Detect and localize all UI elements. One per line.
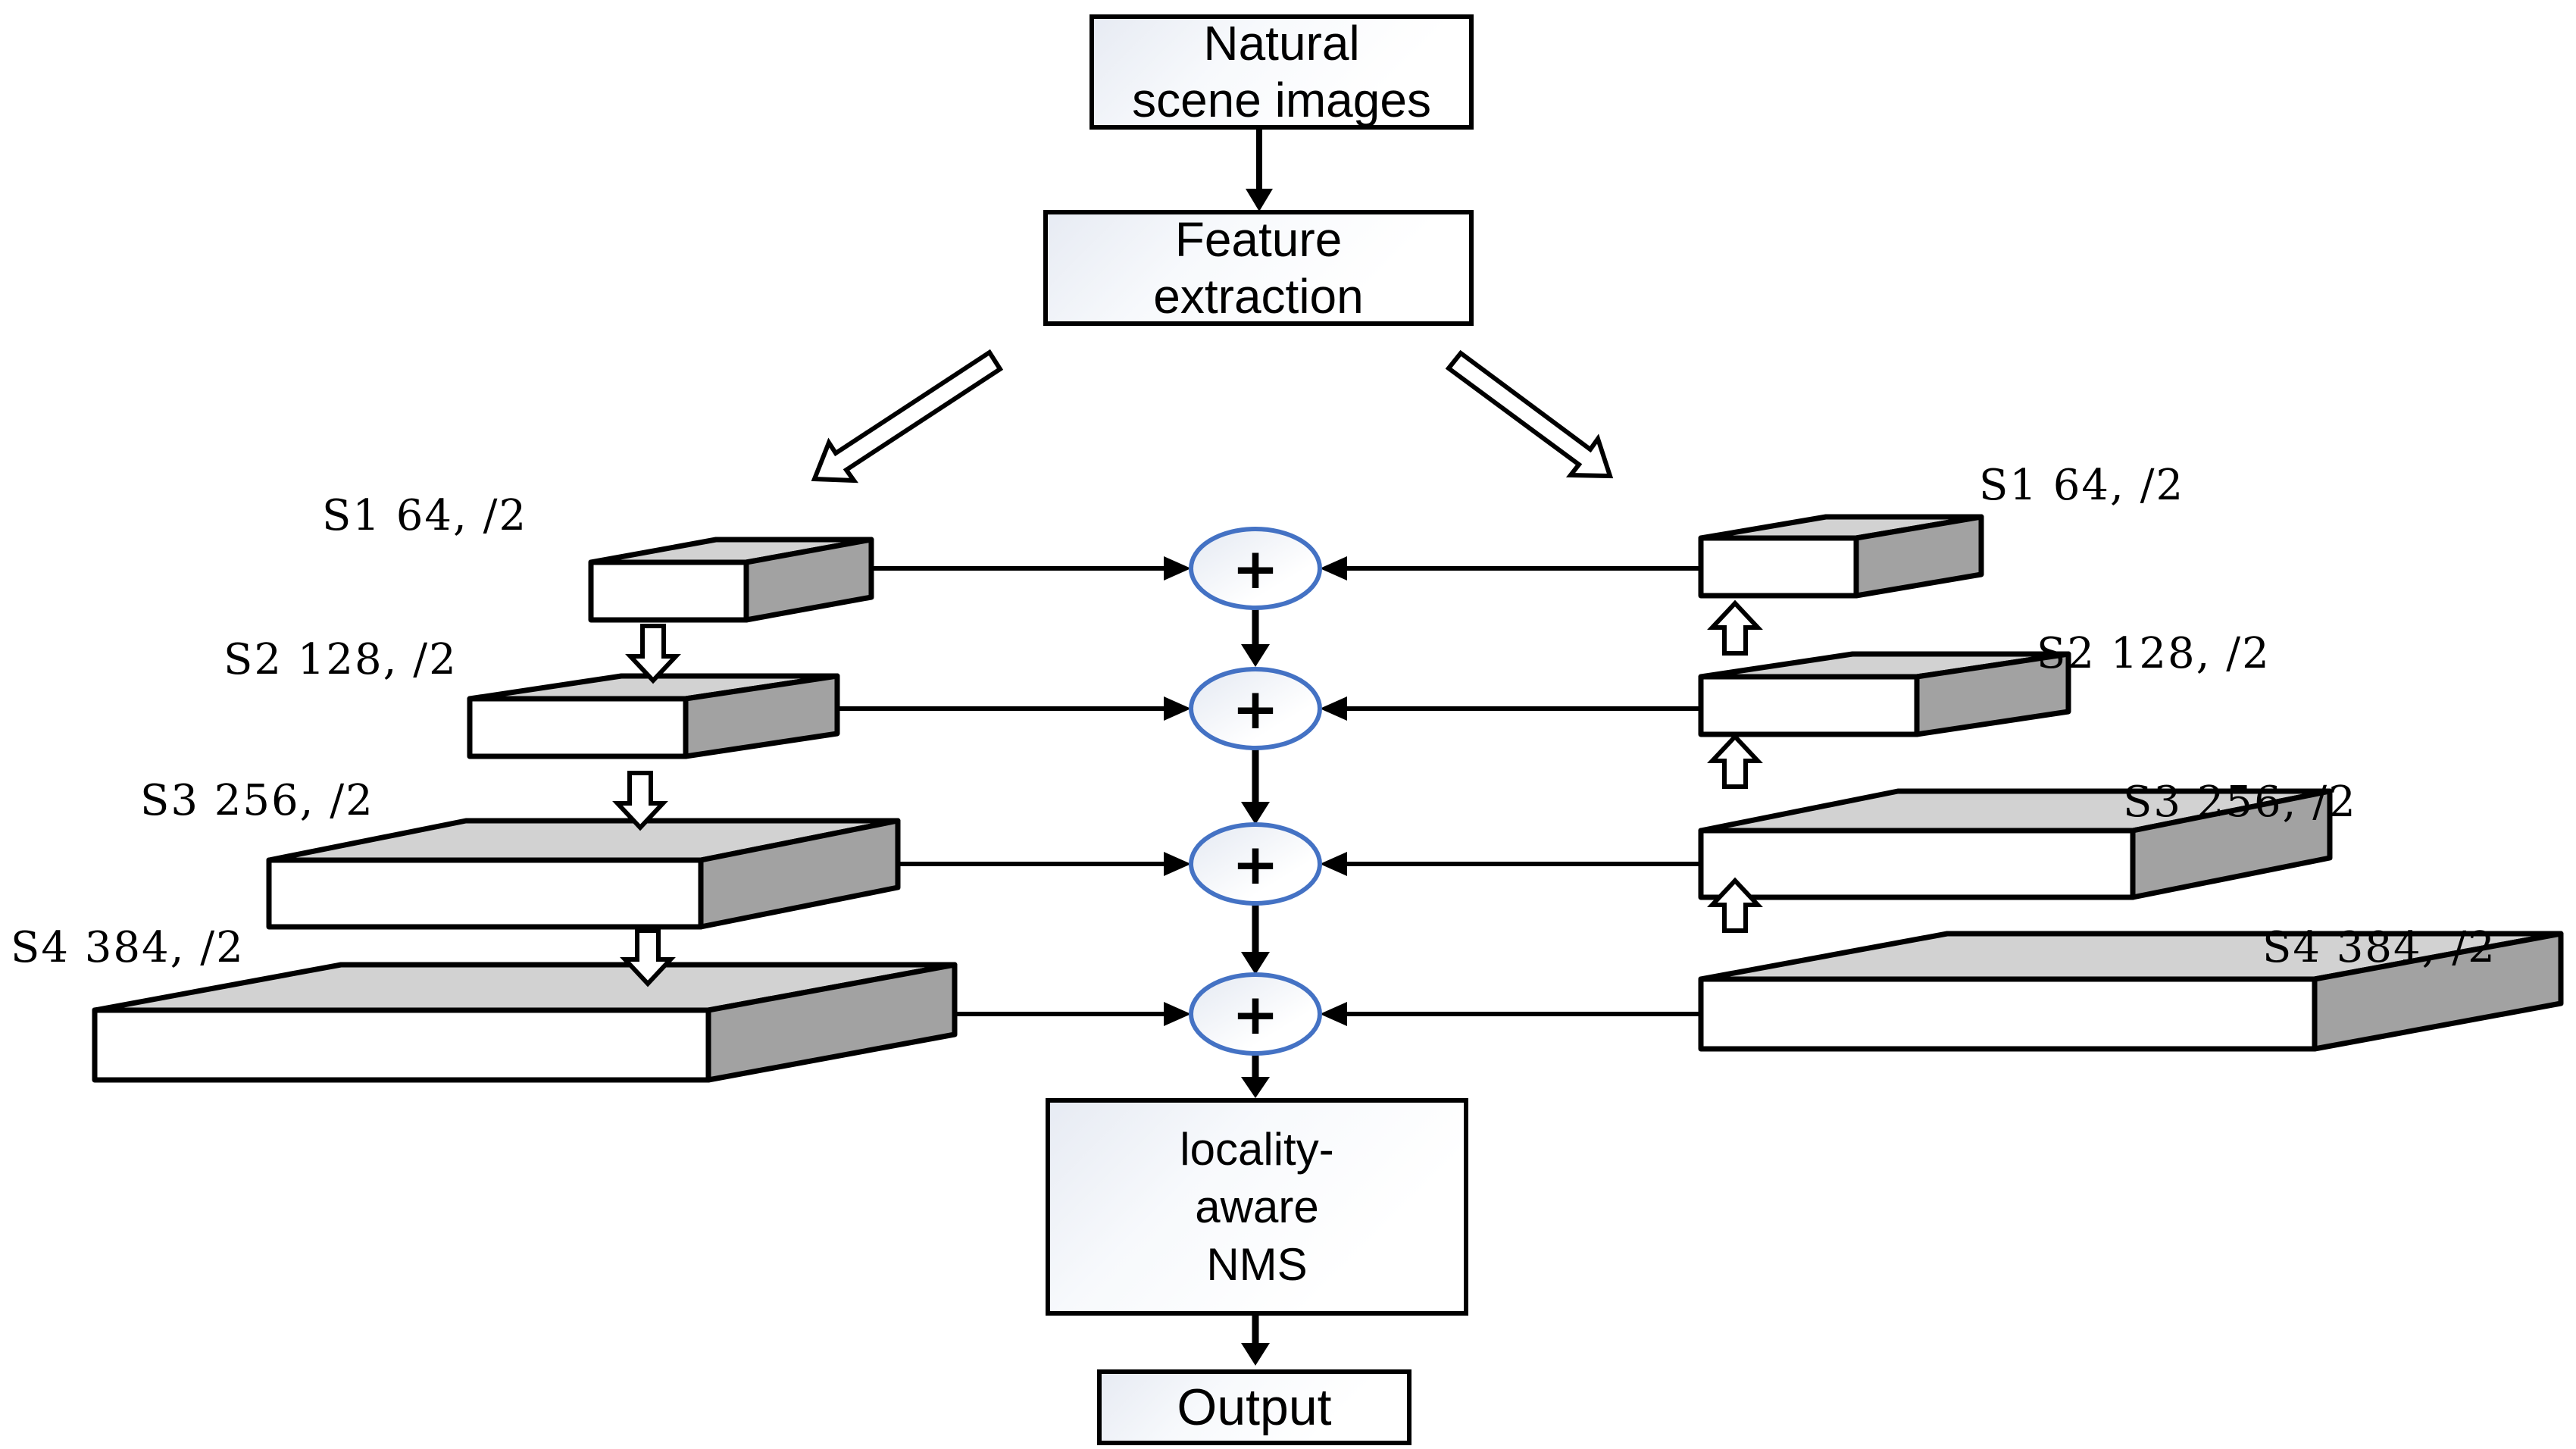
right-stage2-label: S2 128, /2 bbox=[2037, 629, 2271, 678]
left-downsample-arrow-2 bbox=[612, 771, 668, 831]
merge-ellipse-1 bbox=[1189, 527, 1322, 610]
left-stage1-label: S1 64, /2 bbox=[322, 491, 528, 540]
right-stage2-block bbox=[1698, 651, 2071, 737]
left-downsample-arrow-1 bbox=[625, 624, 681, 684]
node-nms-line2: aware bbox=[1195, 1181, 1319, 1232]
right-merge-line-4 bbox=[1320, 1002, 1701, 1026]
left-stage3-label: S3 256, /2 bbox=[140, 776, 374, 825]
right-stage3-block bbox=[1698, 788, 2333, 900]
node-locality-aware-nms: locality- aware NMS bbox=[1046, 1098, 1468, 1316]
arrow-merge1-to-merge2 bbox=[1241, 606, 1270, 667]
node-nms-line3: NMS bbox=[1206, 1238, 1308, 1290]
node-natural-line2: scene images bbox=[1132, 73, 1431, 127]
plus-icon: + bbox=[1232, 677, 1279, 742]
merge-node-4: + bbox=[1189, 972, 1322, 1056]
left-merge-line-2 bbox=[839, 696, 1191, 721]
right-upsample-arrow-1 bbox=[1707, 599, 1763, 656]
left-stage4-block bbox=[92, 962, 958, 1083]
left-stage2-label: S2 128, /2 bbox=[224, 635, 458, 684]
hollow-arrow-feature-to-right-pyramid bbox=[1445, 349, 1614, 479]
right-stage1-label: S1 64, /2 bbox=[1979, 461, 2185, 510]
left-stage4-label: S4 384, /2 bbox=[11, 923, 245, 972]
right-merge-line-2 bbox=[1320, 696, 1701, 721]
left-stage3-front-face bbox=[266, 857, 704, 930]
node-feature-line2: extraction bbox=[1153, 268, 1364, 324]
arrow-merge4-to-nms bbox=[1241, 1053, 1270, 1098]
left-stage2-front-face bbox=[467, 696, 689, 759]
node-natural-line1: Natural bbox=[1203, 16, 1360, 70]
node-output-label: Output bbox=[1177, 1379, 1332, 1436]
arrow-merge2-to-merge3 bbox=[1241, 744, 1270, 825]
right-stage4-block bbox=[1698, 931, 2564, 1052]
left-downsample-arrow-3 bbox=[620, 928, 676, 987]
arrow-nms-to-output bbox=[1241, 1316, 1270, 1366]
node-nms-line1: locality- bbox=[1180, 1123, 1334, 1175]
right-merge-line-3 bbox=[1320, 852, 1701, 876]
arrow-input-to-feature bbox=[1246, 130, 1273, 211]
merge-node-2: + bbox=[1189, 667, 1322, 750]
right-stage4-front-face bbox=[1698, 976, 2318, 1052]
right-merge-line-1 bbox=[1320, 556, 1701, 581]
right-upsample-arrow-3 bbox=[1707, 877, 1763, 933]
left-merge-line-4 bbox=[956, 1002, 1191, 1026]
left-stage3-block bbox=[266, 818, 901, 930]
left-stage1-front-face bbox=[588, 559, 749, 623]
right-stage4-label: S4 384, /2 bbox=[2262, 923, 2496, 972]
hollow-arrow-feature-to-left-pyramid bbox=[811, 349, 1004, 484]
left-stage2-block bbox=[467, 673, 840, 759]
plus-icon: + bbox=[1232, 832, 1279, 897]
merge-node-1: + bbox=[1189, 527, 1322, 610]
left-stage1-block bbox=[588, 537, 874, 623]
plus-icon: + bbox=[1232, 982, 1279, 1047]
left-merge-line-1 bbox=[873, 556, 1191, 581]
left-stage4-front-face bbox=[92, 1007, 711, 1083]
right-stage2-front-face bbox=[1698, 674, 1920, 737]
right-stage3-front-face bbox=[1698, 828, 2136, 900]
arrow-merge3-to-merge4 bbox=[1241, 903, 1270, 975]
plus-icon: + bbox=[1232, 537, 1279, 602]
merge-node-3: + bbox=[1189, 822, 1322, 906]
node-feature-extraction: Feature extraction bbox=[1043, 210, 1474, 326]
merge-ellipse-2 bbox=[1189, 667, 1322, 750]
right-stage1-block bbox=[1698, 514, 1984, 599]
node-natural-scene-images: Natural scene images bbox=[1089, 14, 1474, 130]
left-merge-line-3 bbox=[900, 852, 1191, 876]
merge-ellipse-3 bbox=[1189, 822, 1322, 906]
merge-ellipse-4 bbox=[1189, 972, 1322, 1056]
right-stage3-label: S3 256, /2 bbox=[2123, 778, 2357, 827]
node-feature-line1: Feature bbox=[1174, 211, 1343, 267]
right-stage1-front-face bbox=[1698, 535, 1859, 599]
right-upsample-arrow-2 bbox=[1707, 733, 1763, 789]
node-output: Output bbox=[1097, 1369, 1411, 1445]
